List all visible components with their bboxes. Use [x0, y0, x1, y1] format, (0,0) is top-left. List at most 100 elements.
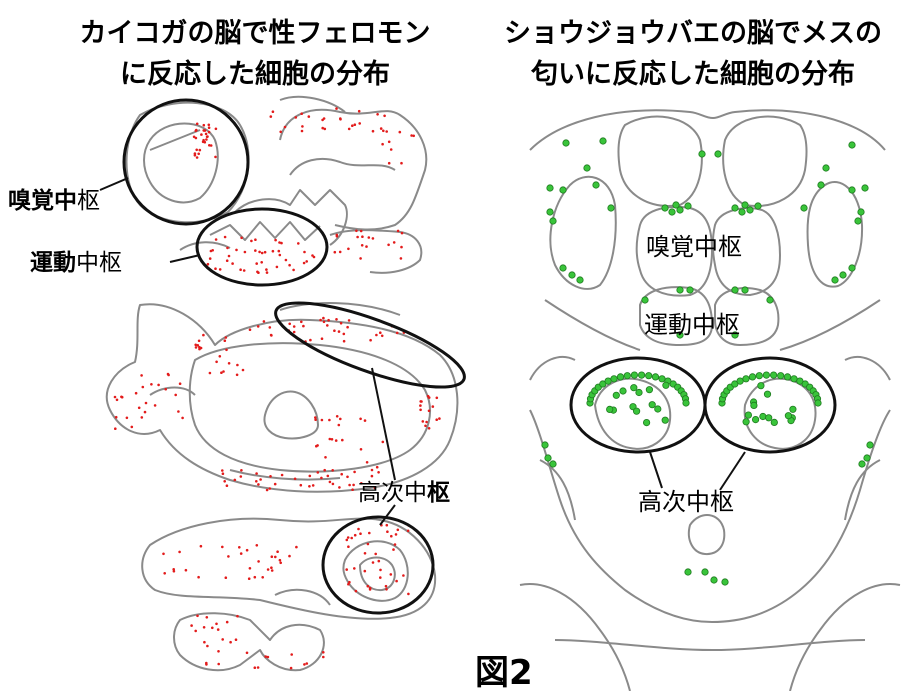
red-cell-dot	[292, 330, 296, 334]
green-cell-dot	[854, 217, 862, 225]
green-cell-dot	[607, 204, 615, 212]
red-cell-dot	[270, 555, 274, 558]
red-cell-dot	[255, 472, 258, 475]
fly-olfactory-label: 嗅覚中枢	[646, 233, 742, 261]
green-cell-dot	[654, 405, 662, 413]
green-cell-dot	[682, 399, 690, 407]
fly-responding-cells	[541, 137, 874, 586]
red-cell-dot	[314, 418, 317, 422]
red-cell-dot	[371, 129, 375, 133]
red-cell-dot	[221, 469, 224, 472]
green-cell-dot	[642, 418, 651, 427]
red-cell-dot	[375, 465, 379, 469]
red-cell-dot	[193, 154, 197, 157]
red-cell-dot	[383, 114, 386, 118]
red-cell-dot	[265, 488, 269, 492]
green-cell-dot	[662, 381, 670, 389]
green-cell-dot	[616, 373, 625, 381]
moth-higher-label: 高次中枢	[358, 480, 450, 506]
red-cell-dot	[347, 319, 351, 322]
red-cell-dot	[387, 140, 391, 144]
red-cell-dot	[389, 573, 393, 576]
red-cell-dot	[289, 666, 293, 670]
red-cell-dot	[396, 229, 400, 233]
red-cell-dot	[208, 144, 211, 147]
red-cell-dot	[266, 655, 270, 659]
moth-motor-center-ring	[195, 207, 329, 287]
red-cell-dot	[254, 480, 258, 483]
red-cell-dot	[365, 461, 369, 464]
red-cell-dot	[370, 474, 374, 478]
red-cell-dot	[172, 569, 176, 573]
green-cell-dot	[686, 286, 694, 294]
red-cell-dot	[369, 338, 372, 342]
red-cell-dot	[209, 144, 213, 147]
red-cell-dot	[421, 420, 425, 423]
red-cell-dot	[194, 629, 197, 633]
red-cell-dot	[235, 373, 239, 377]
red-cell-dot	[130, 425, 134, 429]
green-cell-dot	[630, 384, 638, 392]
red-cell-dot	[366, 542, 370, 546]
green-cell-dot	[701, 568, 709, 576]
red-cell-dot	[419, 404, 422, 407]
green-cell-dot	[568, 271, 576, 279]
green-cell-dot	[848, 264, 856, 272]
right-title-line2: 匂いに反応した細胞の分布	[530, 58, 855, 90]
moth-brain-middle-section	[105, 302, 459, 493]
red-cell-dot	[307, 115, 311, 118]
red-cell-dot	[346, 536, 350, 539]
red-cell-dot	[217, 662, 220, 666]
red-cell-dot	[262, 320, 266, 323]
red-cell-dot	[389, 148, 393, 151]
green-cell-dot	[546, 208, 554, 216]
green-cell-dot	[619, 387, 627, 395]
green-cell-dot	[736, 377, 744, 385]
red-cell-dot	[347, 545, 350, 548]
red-cell-dot	[257, 271, 260, 275]
red-cell-dot	[365, 245, 368, 248]
red-cell-dot	[295, 545, 298, 549]
red-cell-dot	[292, 325, 296, 328]
red-cell-dot	[373, 486, 377, 490]
red-cell-dot	[322, 320, 326, 324]
red-cell-dot	[322, 655, 325, 659]
green-cell-dot	[738, 208, 746, 216]
red-cell-dot	[215, 360, 218, 364]
red-cell-dot	[353, 567, 356, 570]
red-cell-dot	[270, 566, 273, 569]
red-cell-dot	[194, 346, 198, 349]
red-cell-dot	[164, 387, 167, 391]
green-cell-dot	[863, 454, 871, 462]
red-cell-dot	[174, 393, 177, 397]
red-cell-dot	[255, 544, 259, 547]
red-cell-dot	[302, 261, 306, 265]
red-cell-dot	[323, 127, 327, 131]
green-cell-dot	[763, 390, 772, 398]
green-cell-dot	[861, 184, 869, 192]
red-cell-dot	[268, 326, 272, 329]
higher-leader-line-1	[371, 367, 396, 481]
green-cell-dot	[641, 296, 649, 304]
red-cell-dot	[419, 400, 423, 403]
moth-olfactory-label-rest: 枢	[77, 188, 100, 214]
red-cell-dot	[288, 554, 291, 558]
red-cell-dot	[221, 472, 225, 476]
green-cell-dot	[741, 201, 749, 209]
red-cell-dot	[288, 322, 292, 326]
red-cell-dot	[269, 115, 273, 118]
red-cell-dot	[379, 127, 383, 130]
red-cell-dot	[141, 385, 145, 389]
red-cell-dot	[322, 316, 325, 320]
red-cell-dot	[215, 622, 218, 626]
fly-higher-label: 高次中枢	[638, 488, 734, 516]
red-cell-dot	[379, 331, 382, 335]
red-cell-dot	[260, 251, 264, 255]
green-cell-dot	[848, 186, 856, 194]
red-cell-dot	[218, 268, 222, 271]
red-cell-dot	[327, 318, 330, 322]
green-cell-dot	[748, 373, 757, 381]
green-cell-dot	[661, 416, 669, 424]
left-title-line2: に反応した細胞の分布	[120, 58, 390, 90]
red-cell-dot	[225, 484, 229, 488]
